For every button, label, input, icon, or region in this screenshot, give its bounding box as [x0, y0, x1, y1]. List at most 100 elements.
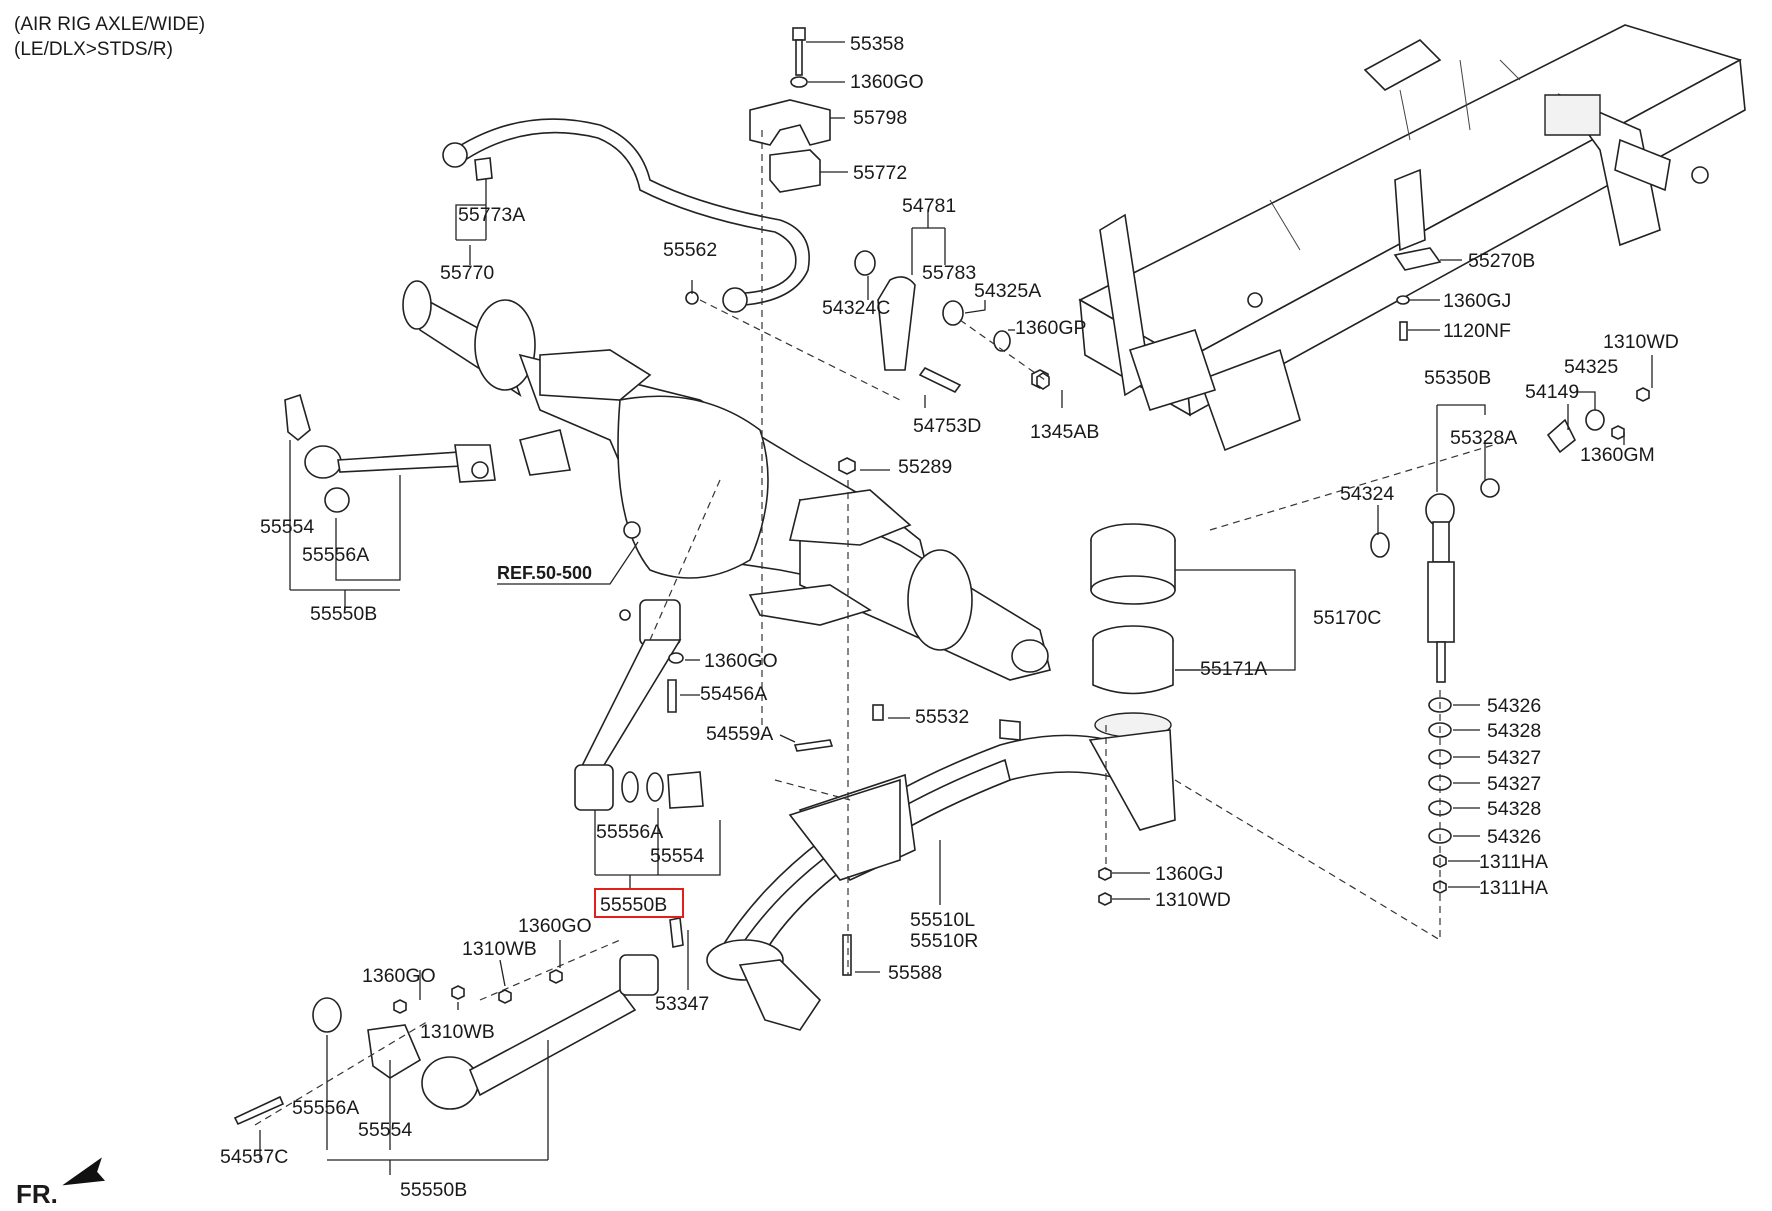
label-55171a[interactable]: 55171A: [1200, 658, 1267, 680]
label-55170c[interactable]: 55170C: [1313, 607, 1381, 629]
axle-housing: [402, 280, 1051, 681]
pin-55532: [872, 704, 884, 721]
bolt-55289: [838, 457, 856, 475]
washer-54324c: [854, 250, 876, 276]
rod-55550b-bottom: [233, 917, 684, 1126]
label-54325a[interactable]: 54325A: [974, 280, 1041, 302]
label-55550b-bot[interactable]: 55550B: [400, 1179, 467, 1201]
bushing-55773a: [474, 157, 493, 181]
bushing-55328a: [1480, 478, 1500, 498]
label-1360go-low2[interactable]: 1360GO: [362, 965, 436, 987]
label-54325[interactable]: 54325: [1564, 356, 1618, 378]
label-1360gp[interactable]: 1360GP: [1015, 317, 1087, 339]
label-55532[interactable]: 55532: [915, 706, 969, 728]
highlighted-part-callout[interactable]: 55550B: [594, 888, 684, 918]
bolt-55358: [792, 27, 806, 76]
label-1360go-mid[interactable]: 1360GO: [704, 650, 778, 672]
label-55289[interactable]: 55289: [898, 456, 952, 478]
air-spring-55171a: [1092, 625, 1174, 738]
label-1360go-top[interactable]: 1360GO: [850, 71, 924, 93]
label-55770[interactable]: 55770: [440, 262, 494, 284]
ref-leader: [497, 541, 639, 585]
label-54559a[interactable]: 54559A: [706, 723, 773, 745]
ubolt-55588: [842, 934, 852, 976]
label-55456a[interactable]: 55456A: [700, 683, 767, 705]
part-labels: 55358 1360GO 55798 55772 55773A 55770 55…: [220, 33, 1679, 1201]
front-label: FR.: [16, 1179, 58, 1209]
label-1310wb-a[interactable]: 1310WB: [462, 938, 537, 960]
leader-lines: [259, 41, 1653, 1175]
label-55350b[interactable]: 55350B: [1424, 367, 1491, 389]
label-55510l[interactable]: 55510L: [910, 909, 975, 931]
bushing-55772: [769, 149, 821, 193]
label-55556a-left[interactable]: 55556A: [302, 544, 369, 566]
label-ref-50-500[interactable]: REF.50-500: [497, 563, 592, 583]
bushing-54325a: [942, 300, 964, 326]
nut-1310wd-top: [1636, 387, 1650, 402]
washer-1360gp: [993, 330, 1011, 352]
label-55358[interactable]: 55358: [850, 33, 904, 55]
label-54326-a[interactable]: 54326: [1487, 695, 1541, 717]
label-55554-bot[interactable]: 55554: [358, 1119, 412, 1141]
label-55798[interactable]: 55798: [853, 107, 907, 129]
label-55772[interactable]: 55772: [853, 162, 907, 184]
bolt-54559a: [793, 739, 834, 752]
label-1311ha-a[interactable]: 1311HA: [1479, 851, 1548, 873]
label-1310wd-top[interactable]: 1310WD: [1603, 331, 1679, 353]
label-55773a[interactable]: 55773A: [458, 204, 525, 226]
label-55550b-mid[interactable]: 55550B: [600, 894, 667, 916]
rod-55550b-mid: [574, 599, 704, 811]
label-1310wd-bot[interactable]: 1310WD: [1155, 889, 1231, 911]
label-54557c[interactable]: 54557C: [220, 1146, 288, 1168]
label-55588[interactable]: 55588: [888, 962, 942, 984]
label-55270b[interactable]: 55270B: [1468, 250, 1535, 272]
label-1120nf[interactable]: 1120NF: [1443, 320, 1511, 342]
washer-1360go-top: [790, 76, 808, 88]
label-1360gj-bot[interactable]: 1360GJ: [1155, 863, 1223, 885]
bolt-54753d: [918, 366, 962, 394]
label-55783[interactable]: 55783: [922, 262, 976, 284]
label-55556a-mid[interactable]: 55556A: [596, 821, 663, 843]
link-55783: [877, 276, 916, 371]
label-1311ha-b[interactable]: 1311HA: [1479, 877, 1548, 899]
label-54327-b[interactable]: 54327: [1487, 773, 1541, 795]
label-55556a-bot[interactable]: 55556A: [292, 1097, 359, 1119]
label-54324c[interactable]: 54324C: [822, 297, 890, 319]
label-53347[interactable]: 53347: [655, 993, 709, 1015]
nut-1310wd-bot: [1098, 892, 1112, 906]
bushing-54325: [1585, 409, 1605, 431]
label-54149[interactable]: 54149: [1525, 381, 1579, 403]
bolt-1120nf: [1399, 321, 1408, 341]
label-1310wb-b[interactable]: 1310WB: [420, 1021, 495, 1043]
label-54328-b[interactable]: 54328: [1487, 798, 1541, 820]
label-1360gm[interactable]: 1360GM: [1580, 444, 1655, 466]
label-1345ab[interactable]: 1345AB: [1030, 421, 1099, 443]
shock-absorber-55350b: [1425, 493, 1455, 683]
label-54324[interactable]: 54324: [1340, 483, 1394, 505]
leaf-spring-55510: [706, 719, 1176, 1031]
label-55328a[interactable]: 55328A: [1450, 427, 1517, 449]
label-54327-a[interactable]: 54327: [1487, 747, 1541, 769]
chassis-frame: [1078, 24, 1746, 452]
label-55562[interactable]: 55562: [663, 239, 717, 261]
label-54781[interactable]: 54781: [902, 195, 956, 217]
label-55510r[interactable]: 55510R: [910, 930, 978, 952]
washer-1360go-mid: [668, 652, 684, 664]
label-55554-mid[interactable]: 55554: [650, 845, 704, 867]
label-55550b-left[interactable]: 55550B: [310, 603, 377, 625]
nut-1360gj-bot: [1098, 867, 1112, 881]
bracket-54149: [1546, 418, 1577, 454]
label-1360go-low[interactable]: 1360GO: [518, 915, 592, 937]
label-1360gj-top[interactable]: 1360GJ: [1443, 290, 1511, 312]
label-54326-b[interactable]: 54326: [1487, 826, 1541, 848]
assembly-dashed-lines: [254, 130, 1511, 1126]
washer-54324: [1370, 532, 1390, 558]
front-direction-indicator: FR.: [16, 1157, 106, 1209]
label-54753d[interactable]: 54753D: [913, 415, 981, 437]
label-54328-a[interactable]: 54328: [1487, 720, 1541, 742]
air-spring-55170c: [1090, 523, 1176, 605]
nut-1360gm: [1611, 425, 1625, 440]
label-55554-left[interactable]: 55554: [260, 516, 314, 538]
stabilizer-bar: [442, 118, 810, 313]
